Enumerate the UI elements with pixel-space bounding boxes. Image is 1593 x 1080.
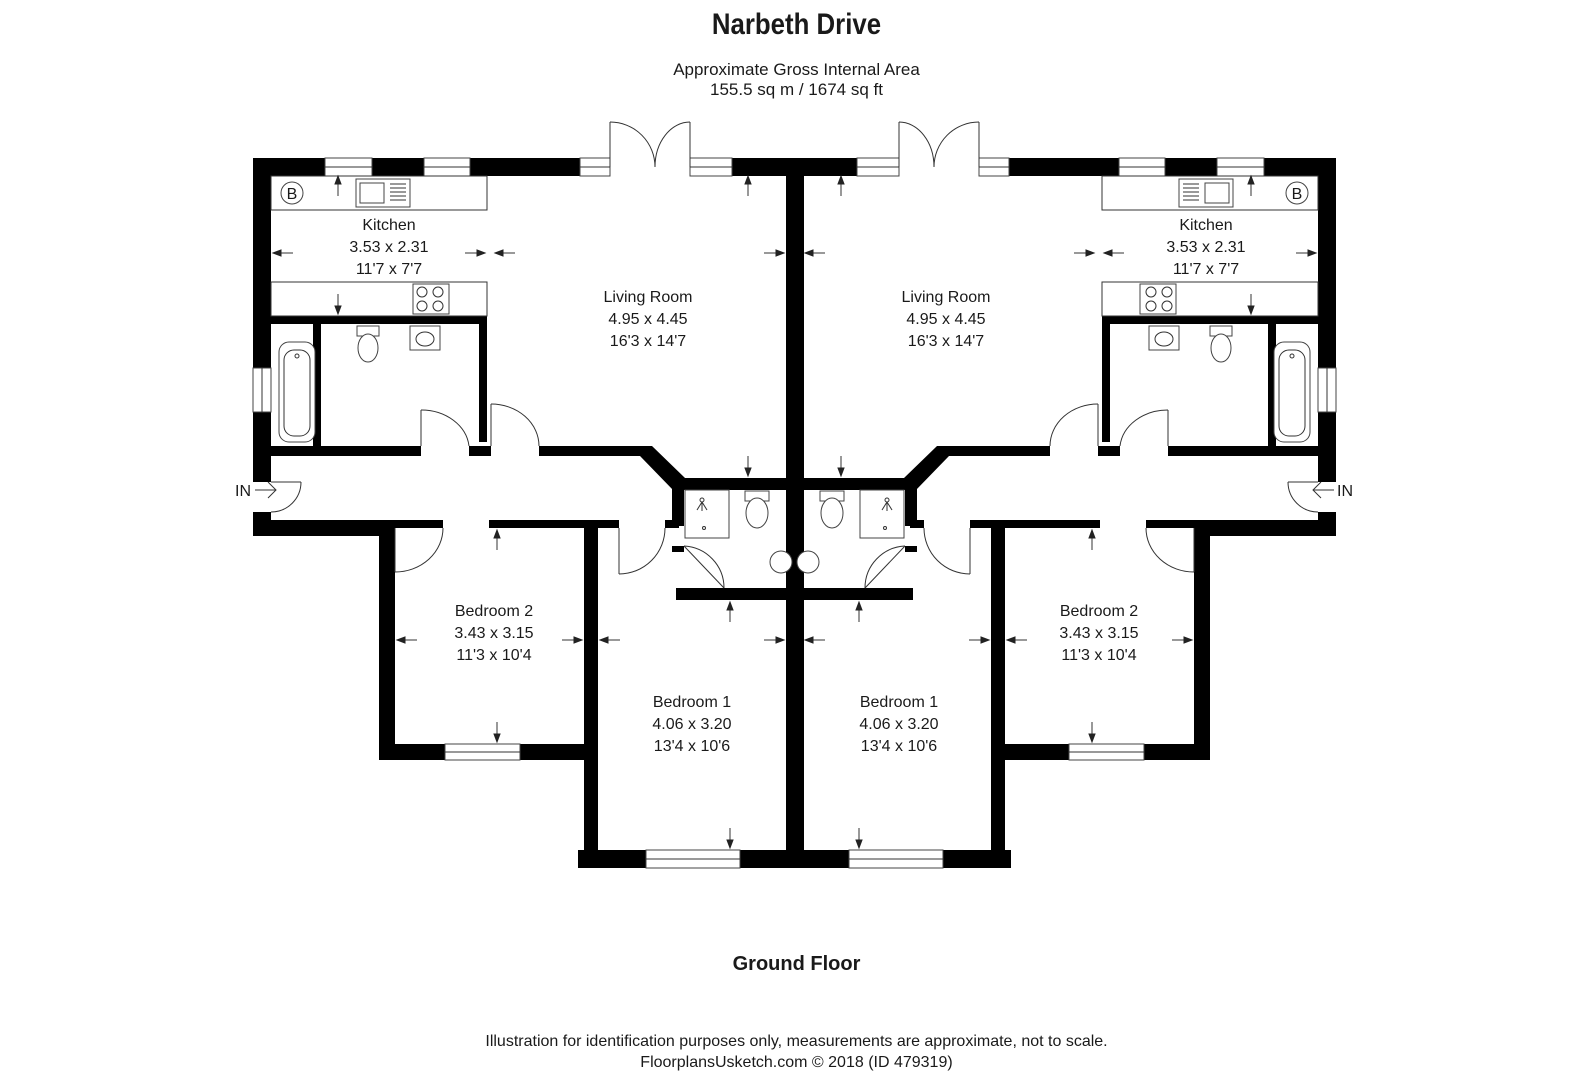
entrance-arrow-icon xyxy=(1312,481,1334,499)
gross-area-value: 155.5 sq m / 1674 sq ft xyxy=(710,80,883,99)
svg-text:11'7 x 7'7: 11'7 x 7'7 xyxy=(356,261,422,278)
boiler-icon: B xyxy=(280,181,304,205)
svg-text:4.95 x 4.45: 4.95 x 4.45 xyxy=(608,311,687,328)
svg-text:11'3 x 10'4: 11'3 x 10'4 xyxy=(456,647,531,664)
bath-icon xyxy=(1273,341,1311,443)
entrance-arrow-icon xyxy=(255,481,277,499)
boiler-label: B xyxy=(287,186,298,203)
room-label-bedroom2-left: Bedroom 2 3.43 x 3.15 11'3 x 10'4 xyxy=(454,603,533,664)
credit-text: FloorplansUsketch.com © 2018 (ID 479319) xyxy=(640,1054,953,1071)
svg-text:Bedroom 2: Bedroom 2 xyxy=(1060,603,1138,620)
svg-text:11'3 x 10'4: 11'3 x 10'4 xyxy=(1061,647,1136,664)
svg-text:3.53 x 2.31: 3.53 x 2.31 xyxy=(349,239,428,256)
room-label-living-right: Living Room 4.95 x 4.45 16'3 x 14'7 xyxy=(902,289,991,350)
room-label-living-left: Living Room 4.95 x 4.45 16'3 x 14'7 xyxy=(604,289,693,350)
svg-text:Kitchen: Kitchen xyxy=(1179,217,1232,234)
sink-icon xyxy=(1178,178,1234,208)
details-right xyxy=(796,121,1337,869)
svg-text:16'3 x 14'7: 16'3 x 14'7 xyxy=(610,333,686,350)
walls-right xyxy=(785,158,1336,868)
svg-text:3.43 x 3.15: 3.43 x 3.15 xyxy=(1059,625,1138,642)
room-label-bedroom1-left: Bedroom 1 4.06 x 3.20 13'4 x 10'6 xyxy=(652,694,731,755)
disclaimer-text: Illustration for identification purposes… xyxy=(485,1033,1108,1050)
dimension-arrow-icon xyxy=(803,174,1318,850)
sink-icon xyxy=(355,178,411,208)
hob-icon xyxy=(1139,283,1177,315)
basin-icon xyxy=(796,325,1180,574)
svg-text:Living Room: Living Room xyxy=(604,289,693,306)
door-swing-icon xyxy=(864,121,1319,589)
gross-area-label: Approximate Gross Internal Area xyxy=(673,60,920,79)
svg-text:Bedroom 1: Bedroom 1 xyxy=(860,694,938,711)
door-swing-icon xyxy=(270,121,725,589)
shower-icon xyxy=(684,489,730,539)
window-icon xyxy=(252,157,741,869)
svg-text:Bedroom 1: Bedroom 1 xyxy=(653,694,731,711)
entrance-label: IN xyxy=(235,483,251,500)
walls-left xyxy=(253,158,804,868)
toilet-icon xyxy=(819,325,1233,529)
room-label-bedroom2-right: Bedroom 2 3.43 x 3.15 11'3 x 10'4 xyxy=(1059,603,1138,664)
svg-text:16'3 x 14'7: 16'3 x 14'7 xyxy=(908,333,984,350)
svg-text:13'4 x 10'6: 13'4 x 10'6 xyxy=(861,738,937,755)
boiler-icon xyxy=(1285,181,1309,205)
svg-text:Living Room: Living Room xyxy=(902,289,991,306)
bath-icon xyxy=(278,341,316,443)
svg-text:4.06 x 3.20: 4.06 x 3.20 xyxy=(652,716,731,733)
svg-text:Bedroom 2: Bedroom 2 xyxy=(455,603,533,620)
disclaimer: Illustration for identification purposes… xyxy=(0,1031,1593,1073)
basin-icon xyxy=(409,325,793,574)
room-label-kitchen-right: Kitchen 3.53 x 2.31 11'7 x 7'7 xyxy=(1166,217,1245,278)
gross-area: Approximate Gross Internal Area 155.5 sq… xyxy=(0,60,1593,100)
svg-text:13'4 x 10'6: 13'4 x 10'6 xyxy=(654,738,730,755)
plan-title: Narbeth Drive xyxy=(711,8,882,41)
window-icon xyxy=(848,157,1337,869)
hob-icon xyxy=(412,283,450,315)
svg-text:11'7 x 7'7: 11'7 x 7'7 xyxy=(1173,261,1239,278)
shower-icon xyxy=(859,489,905,539)
svg-text:4.06 x 3.20: 4.06 x 3.20 xyxy=(859,716,938,733)
toilet-icon xyxy=(356,325,770,529)
floor-label: Ground Floor xyxy=(732,953,861,975)
room-label-bedroom1-right: Bedroom 1 4.06 x 3.20 13'4 x 10'6 xyxy=(859,694,938,755)
svg-text:3.53 x 2.31: 3.53 x 2.31 xyxy=(1166,239,1245,256)
entrance-label: IN xyxy=(1337,483,1353,500)
svg-text:4.95 x 4.45: 4.95 x 4.45 xyxy=(906,311,985,328)
svg-text:3.43 x 3.15: 3.43 x 3.15 xyxy=(454,625,533,642)
boiler-label: B xyxy=(1292,186,1303,203)
room-label-kitchen-left: Kitchen 3.53 x 2.31 11'7 x 7'7 xyxy=(349,217,428,278)
details-left: B xyxy=(252,121,793,869)
dimension-arrow-icon xyxy=(271,174,786,850)
svg-text:Kitchen: Kitchen xyxy=(362,217,415,234)
